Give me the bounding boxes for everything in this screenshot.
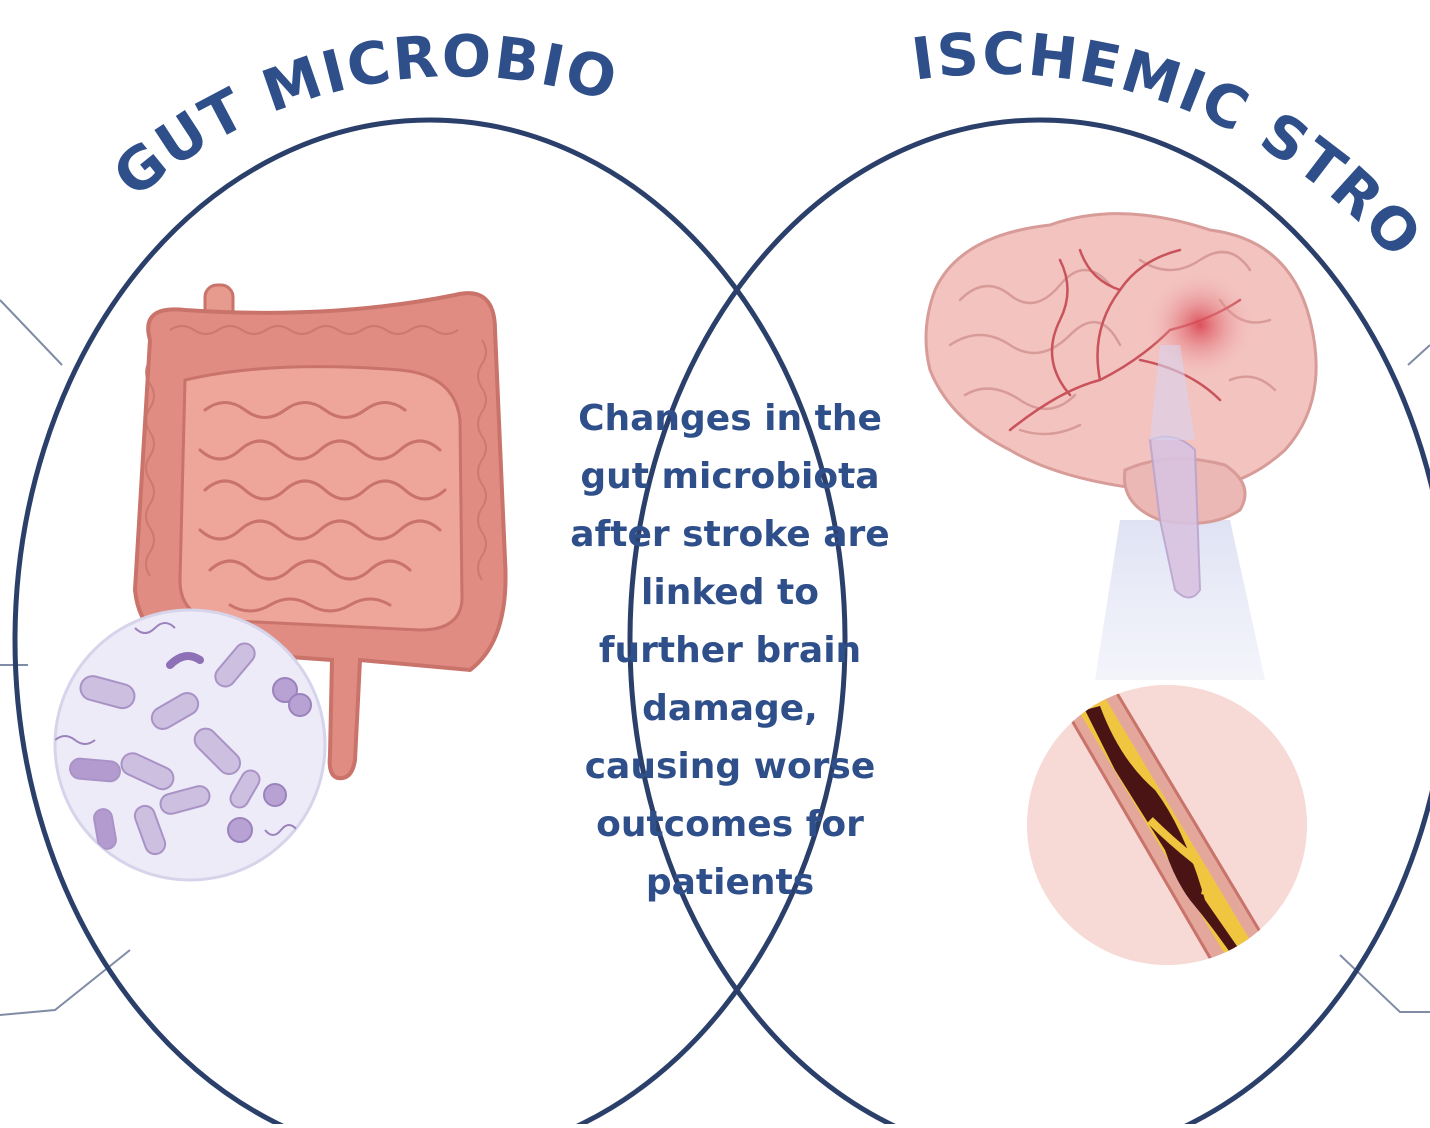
- bacteria-icon: [55, 610, 325, 880]
- title-gut-microbiota: GUT MICROBIOTA: [0, 0, 626, 210]
- overlap-text-line: damage,: [560, 680, 900, 738]
- overlap-text-line: linked to: [560, 564, 900, 622]
- overlap-text-line: after stroke are: [560, 506, 900, 564]
- overlap-text-line: patients: [560, 854, 900, 912]
- artery-icon: [1027, 685, 1307, 975]
- overlap-text-line: Changes in the: [560, 390, 900, 448]
- overlap-text-line: gut microbiota: [560, 448, 900, 506]
- overlap-text-line: outcomes for: [560, 796, 900, 854]
- overlap-text-line: further brain: [560, 622, 900, 680]
- overlap-text: Changes in the gut microbiota after stro…: [560, 390, 900, 912]
- overlap-text-line: causing worse: [560, 738, 900, 796]
